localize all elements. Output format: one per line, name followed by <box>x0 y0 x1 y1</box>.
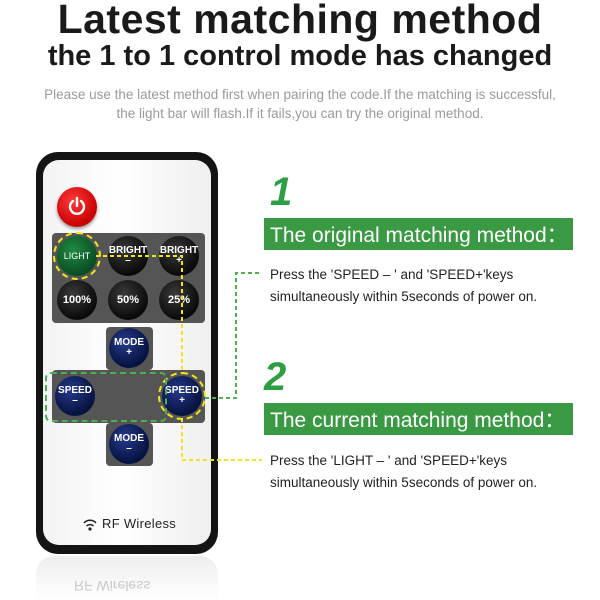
reflection-label: RF Wireless <box>74 578 151 594</box>
brightness-50-button[interactable]: 50% <box>108 280 148 320</box>
bright-plus-sign: + <box>176 255 182 266</box>
brightness-100-button[interactable]: 100% <box>57 280 97 320</box>
speed-row-highlight <box>45 372 167 422</box>
speed-minus-label: SPEED <box>58 385 92 396</box>
method-1-title: The original matching method： <box>264 218 573 250</box>
mode-plus-button[interactable]: MODE+ <box>109 328 149 368</box>
hint-line-1: Please use the latest method first when … <box>44 87 556 102</box>
bright-plus-button[interactable]: BRIGHT+ <box>159 236 199 276</box>
method-2-line-1: Press the 'LIGHT – ' and 'SPEED+'keys <box>270 453 508 468</box>
brightness-25-button[interactable]: 25% <box>159 280 199 320</box>
page-subtitle: the 1 to 1 control mode has changed <box>47 40 553 72</box>
mode-minus-button[interactable]: MODE– <box>109 424 149 464</box>
mode-minus-sign: – <box>126 443 132 454</box>
method-2-number: 2 <box>264 355 287 399</box>
method-2-line-2: simultaneously within 5seconds of power … <box>270 475 538 490</box>
page-title: Latest matching method <box>57 0 543 42</box>
speed-minus-button[interactable]: SPEED– <box>55 376 95 416</box>
method-1-number: 1 <box>270 170 293 214</box>
light-button-highlight <box>53 232 101 280</box>
mode-plus-sign: + <box>126 347 132 358</box>
power-icon <box>68 196 86 215</box>
method-1-line-2: simultaneously within 5seconds of power … <box>270 289 538 304</box>
remote-reflection <box>36 556 218 600</box>
method-2-title: The current matching method： <box>264 403 573 435</box>
wireless-icon <box>83 519 97 531</box>
bright-minus-label: BRIGHT <box>108 245 148 256</box>
brightness-50-label: 50% <box>116 294 140 306</box>
method-1-line-1: Press the 'SPEED – ' and 'SPEED+'keys <box>270 267 514 282</box>
speed-minus-sign: – <box>72 395 78 406</box>
hint-line-2: the light bar will flash.If it fails,you… <box>116 106 484 121</box>
brand-label: RF Wireless <box>102 516 177 531</box>
brightness-25-label: 25% <box>167 294 191 306</box>
bright-minus-button[interactable]: BRIGHT– <box>108 236 148 276</box>
mode-minus-label: MODE <box>114 433 144 444</box>
brightness-100-label: 100% <box>62 294 92 306</box>
bright-plus-label: BRIGHT <box>159 245 199 256</box>
bright-minus-sign: – <box>125 255 131 266</box>
